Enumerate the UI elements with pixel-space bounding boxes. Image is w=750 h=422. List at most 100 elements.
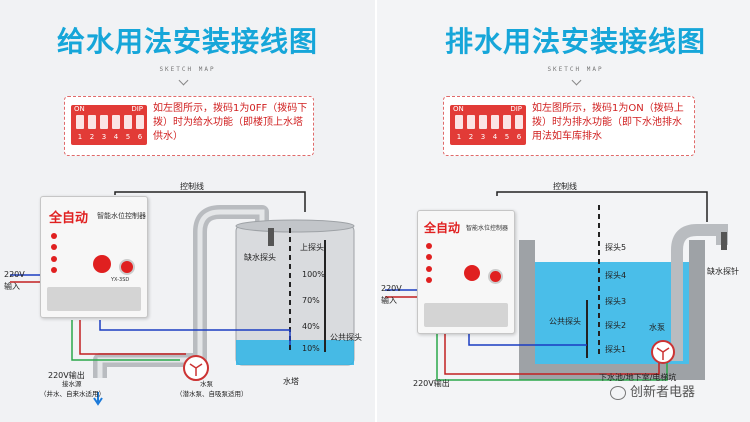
- water-source-label: 接水源: [62, 380, 82, 388]
- dip-number: 2: [89, 133, 95, 141]
- level-label: 100%: [302, 270, 325, 279]
- supply-wiring-diagram: [10, 191, 355, 406]
- drainage-wiring-diagram: [385, 191, 728, 381]
- dip-number: 6: [137, 133, 143, 141]
- sketch-map-label: SKETCH MAP: [547, 66, 604, 73]
- dip-number: 6: [516, 133, 522, 141]
- sketch-map-label: SKETCH MAP: [159, 66, 216, 73]
- reset-button[interactable]: [488, 269, 503, 284]
- dip-key: [491, 115, 499, 129]
- dip-number: 1: [77, 133, 83, 141]
- common-probe-label: 公共探头: [330, 333, 362, 342]
- pump-impeller: [656, 347, 670, 360]
- water-source-note: （井水、自来水适用）: [40, 390, 105, 398]
- upper-probe-label: 上探头: [300, 243, 324, 252]
- terminal-block: [47, 287, 141, 311]
- control-line-label: 控制线: [553, 182, 577, 191]
- dip-key: [124, 115, 132, 129]
- dip-dip-label: DIP: [510, 105, 522, 113]
- pool-label: 下水池/地下室/电梯坑: [599, 373, 677, 382]
- brand-main: 全自动: [424, 221, 461, 235]
- led-indicator: [426, 243, 432, 249]
- brand-main: 全自动: [49, 211, 89, 226]
- dip-note: 如左图所示，拨码1为ON（拨码上拨）时为排水功能（即下水池排水用法如车库排水: [532, 103, 684, 142]
- input-220v-label: 220V: [381, 284, 402, 293]
- controller-box: 全自动 智能水位控制器 YX-3SD: [40, 196, 148, 318]
- probe-wire-blue: [468, 332, 587, 346]
- dip-number: 3: [480, 133, 486, 141]
- dip-number: 2: [468, 133, 474, 141]
- dip-key: [479, 115, 487, 129]
- wechat-icon: [610, 385, 626, 400]
- led-indicator: [426, 254, 432, 261]
- dip-on-label: ON: [74, 105, 85, 113]
- brand-sub: 智能水位控制器: [97, 212, 146, 220]
- water-supply-panel: 给水用法安装接线图 SKETCH MAP ON DIP 1 2 3 4 5 6 …: [0, 0, 375, 422]
- dip-key: [503, 115, 511, 129]
- pump-note: （潜水泵、自吸泵适用）: [176, 390, 248, 398]
- output-220v-label: 220V输出: [48, 371, 85, 380]
- level-label: 70%: [302, 296, 320, 305]
- led-indicator: [426, 276, 432, 283]
- pump-label: 水泵: [200, 380, 213, 388]
- watermark: 创新者电器: [610, 381, 695, 400]
- common-probe-label: 公共探头: [549, 317, 581, 326]
- pump-label: 水泵: [649, 323, 665, 332]
- dip-key: [136, 115, 144, 129]
- arrow-down-icon: [93, 392, 103, 406]
- dip-key: [88, 115, 96, 129]
- input-220v-label: 220V: [4, 270, 25, 279]
- led-indicator: [51, 244, 57, 251]
- missing-probe: [721, 232, 727, 250]
- pit-walls: [519, 240, 705, 380]
- dip-key: [515, 115, 523, 129]
- dip-instruction-box: ON DIP 1 2 3 4 5 6 如左图所示，拨码1为ON（拨码上拨）时为排…: [443, 96, 695, 156]
- dip-switch-illustration: ON DIP 1 2 3 4 5 6: [450, 105, 526, 145]
- level-label: 40%: [302, 322, 320, 331]
- dip-number: 4: [113, 133, 119, 141]
- watermark-text: 创新者电器: [630, 385, 696, 400]
- control-line-label: 控制线: [180, 182, 204, 191]
- probe-label: 探头3: [605, 297, 627, 306]
- dip-instruction-box: ON DIP 1 2 3 4 5 6 如左图所示，拨码1为0FF（拨码下拨）时为…: [64, 96, 314, 156]
- probe-label: 探头2: [605, 321, 627, 330]
- input-label: 输入: [4, 282, 20, 291]
- dip-number: 5: [125, 133, 131, 141]
- led-column: [51, 233, 61, 273]
- input-label: 输入: [381, 296, 397, 305]
- pump-impeller: [189, 363, 203, 376]
- control-line-wire: [496, 191, 708, 222]
- tower-water: [236, 340, 354, 365]
- reset-button[interactable]: [119, 259, 135, 275]
- controller-box: 全自动 智能水位控制器: [417, 210, 515, 334]
- pipe-highlight: [97, 209, 265, 378]
- dip-key: [76, 115, 84, 129]
- dip-number: 5: [504, 133, 510, 141]
- led-indicator: [426, 265, 432, 272]
- dip-key: [112, 115, 120, 129]
- led-column: [426, 243, 436, 283]
- drain-pipe: [667, 224, 728, 361]
- led-indicator: [51, 233, 57, 239]
- dip-switch-illustration: ON DIP 1 2 3 4 5 6: [71, 105, 147, 145]
- led-indicator: [51, 255, 57, 262]
- probe-wire-blue: [99, 320, 291, 345]
- dip-note: 如左图所示，拨码1为0FF（拨码下拨）时为给水功能（即楼顶上水塔供水）: [153, 103, 308, 142]
- missing-probe: [268, 228, 274, 246]
- model-label: YX-3SD: [111, 277, 130, 283]
- output-wire-green: [436, 332, 668, 381]
- brand-sub: 智能水位控制器: [466, 225, 509, 232]
- probe-label: 探头4: [605, 271, 627, 280]
- control-line-wire: [114, 191, 306, 212]
- drainage-title: 排水用法安装接线图: [444, 25, 706, 58]
- led-indicator: [51, 266, 57, 273]
- probe-label: 探头1: [605, 345, 627, 354]
- brand-logo-badge: [93, 255, 111, 273]
- output-wire-red: [444, 332, 660, 375]
- missing-probe-label: 缺水探针: [707, 267, 739, 276]
- tower-label: 水塔: [283, 377, 299, 386]
- dip-dip-label: DIP: [131, 105, 143, 113]
- dip-on-label: ON: [453, 105, 464, 113]
- dip-number: 4: [492, 133, 498, 141]
- output-wire-red: [79, 320, 186, 355]
